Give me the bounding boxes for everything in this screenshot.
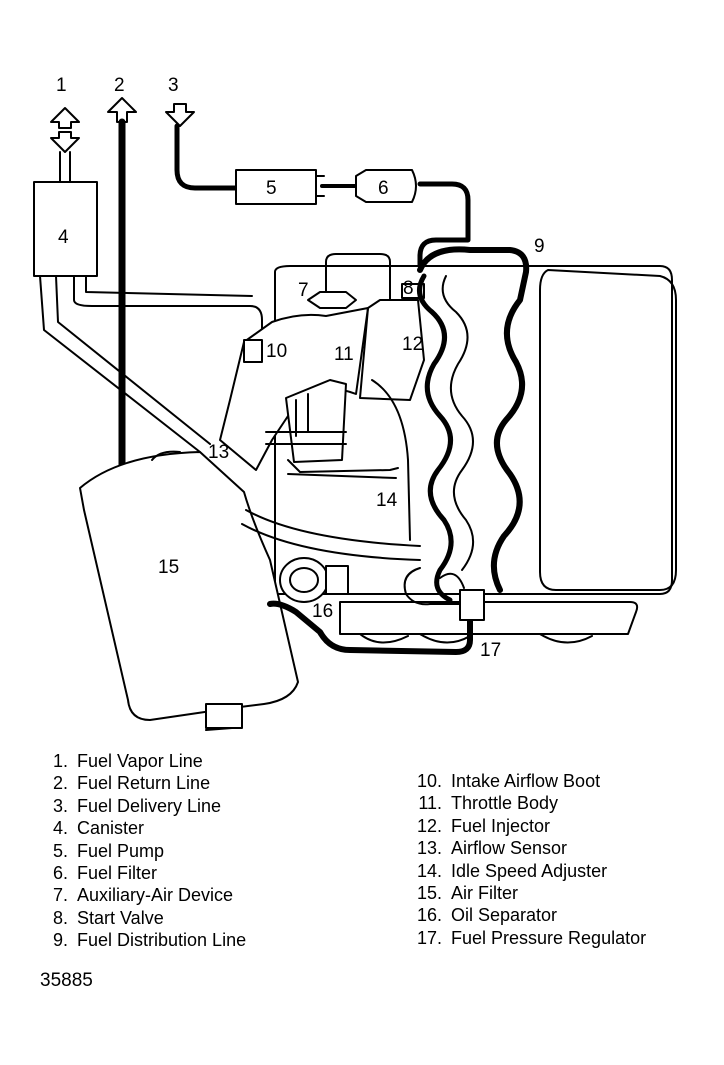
airflow-sensor — [285, 379, 347, 463]
legend-item: 16. Oil Separator — [408, 904, 646, 926]
legend-item: 3. Fuel Delivery Line — [40, 795, 246, 817]
vapor-hose — [39, 275, 211, 453]
callout-17: 17 — [480, 640, 501, 661]
air-filter — [79, 450, 299, 731]
callout-11: 11 — [334, 344, 354, 365]
legend-label: Throttle Body — [451, 793, 559, 814]
legend-number: 14. — [416, 860, 442, 881]
callout-12: 12 — [402, 334, 423, 355]
legend-label: Airflow Sensor — [451, 838, 568, 859]
legend-label: Canister — [77, 818, 145, 839]
legend-item: 4. Canister — [40, 817, 246, 839]
fuel-filter — [355, 169, 417, 203]
legend-number: 4. — [52, 818, 68, 839]
legend-label: Fuel Return Line — [77, 773, 211, 794]
return-loop — [267, 600, 473, 655]
oil-separator — [279, 557, 349, 603]
legend-item: 17. Fuel Pressure Regulator — [408, 927, 646, 949]
legend-item: 15. Air Filter — [408, 882, 646, 904]
legend-number: 12. — [416, 815, 442, 836]
legend-item: 12. Fuel Injector — [408, 815, 646, 837]
legend-item: 5. Fuel Pump — [40, 840, 246, 862]
legend-number: 2. — [52, 773, 68, 794]
fuel-vapor-line-arrows — [50, 107, 80, 183]
fuel-pump — [235, 169, 317, 205]
callout-14: 14 — [376, 490, 398, 511]
legend-number: 10. — [416, 771, 442, 791]
legend-number: 16. — [416, 905, 442, 926]
legend-number: 13. — [416, 838, 442, 859]
legend-label: Auxiliary-Air Device — [77, 885, 234, 906]
legend-label: Fuel Delivery Line — [77, 795, 222, 816]
callout-15: 15 — [158, 557, 179, 578]
idle-speed-adjuster — [287, 459, 399, 479]
legend-item: 9. Fuel Distribution Line — [40, 929, 246, 951]
fuel-system-diagram: 1 2 3 4 5 6 7 8 9 10 11 12 13 14 15 16 1… — [33, 75, 677, 731]
legend-label: Idle Speed Adjuster — [451, 860, 608, 881]
legend-label: Oil Separator — [451, 905, 558, 926]
legend-item: 2. Fuel Return Line — [40, 772, 246, 794]
legend-item: 1. Fuel Vapor Line — [40, 750, 246, 772]
legend-left: 1. Fuel Vapor Line 2. Fuel Return Line 3. F… — [40, 750, 246, 952]
callout-8: 8 — [403, 278, 414, 299]
canister-hose — [73, 275, 263, 346]
callout-13: 13 — [208, 442, 229, 463]
legend-number: 6. — [52, 863, 68, 884]
fuel-distribution-line — [417, 246, 530, 593]
figure-id: 35885 — [40, 970, 93, 991]
legend-right: 10.Intake Airflow Boot 11.Throttle Body … — [408, 770, 646, 949]
legend-number: 8. — [52, 907, 68, 928]
legend-number: 5. — [52, 840, 68, 861]
legend-number: 11. — [418, 793, 442, 814]
legend-item: 14. Idle Speed Adjuster — [408, 860, 646, 882]
legend-label: Fuel Distribution Line — [77, 930, 247, 951]
callout-4: 4 — [58, 227, 69, 248]
callouts: 1 2 3 4 5 6 7 8 9 10 11 12 13 14 15 16 1… — [56, 75, 545, 661]
callout-3: 3 — [168, 75, 179, 96]
legend-number: 3. — [52, 795, 68, 816]
canister — [33, 181, 98, 277]
legend-number: 9. — [52, 930, 68, 951]
legend-label: Fuel Pump — [77, 840, 165, 861]
fuel-injector-rail — [417, 273, 454, 603]
callout-2: 2 — [114, 75, 125, 96]
callout-6: 6 — [378, 178, 389, 199]
fuel-pressure-regulator — [403, 567, 485, 621]
auxiliary-air-device — [307, 253, 391, 309]
legend-item: 13. Airflow Sensor — [408, 837, 646, 859]
callout-7: 7 — [298, 280, 309, 301]
legend-item: 6. Fuel Filter — [40, 862, 246, 884]
legend-label: Fuel Pressure Regulator — [451, 927, 647, 948]
legend-label: Start Valve — [77, 907, 164, 928]
callout-5: 5 — [266, 178, 277, 199]
throttle-body — [359, 299, 425, 401]
legend-number: 17. — [416, 927, 442, 948]
legend-item: 7. Auxiliary-Air Device — [40, 884, 246, 906]
engine-block — [274, 265, 673, 595]
oil-pan — [339, 601, 639, 635]
legend-label: Air Filter — [451, 883, 518, 904]
legend-item: 11. Throttle Body — [408, 792, 646, 814]
legend-number: 15. — [416, 883, 442, 904]
legend-item: 8. Start Valve — [40, 907, 246, 929]
fuel-return-line — [107, 97, 137, 472]
legend-label: Fuel Vapor Line — [77, 751, 203, 771]
valve-cover — [539, 269, 677, 591]
legend-number: 1. — [52, 751, 68, 771]
legend-label: Intake Airflow Boot — [451, 771, 601, 791]
legend-number: 7. — [52, 885, 68, 906]
callout-10: 10 — [266, 341, 287, 362]
legend-item: 10. Intake Airflow Boot — [408, 770, 646, 792]
legend-label: Fuel Injector — [451, 815, 551, 836]
callout-1: 1 — [56, 75, 67, 96]
air-intake-hose — [241, 509, 421, 561]
callout-9: 9 — [534, 236, 545, 257]
fuel-delivery-line — [165, 103, 471, 283]
legend-label: Fuel Filter — [77, 863, 158, 884]
callout-16: 16 — [312, 601, 333, 622]
